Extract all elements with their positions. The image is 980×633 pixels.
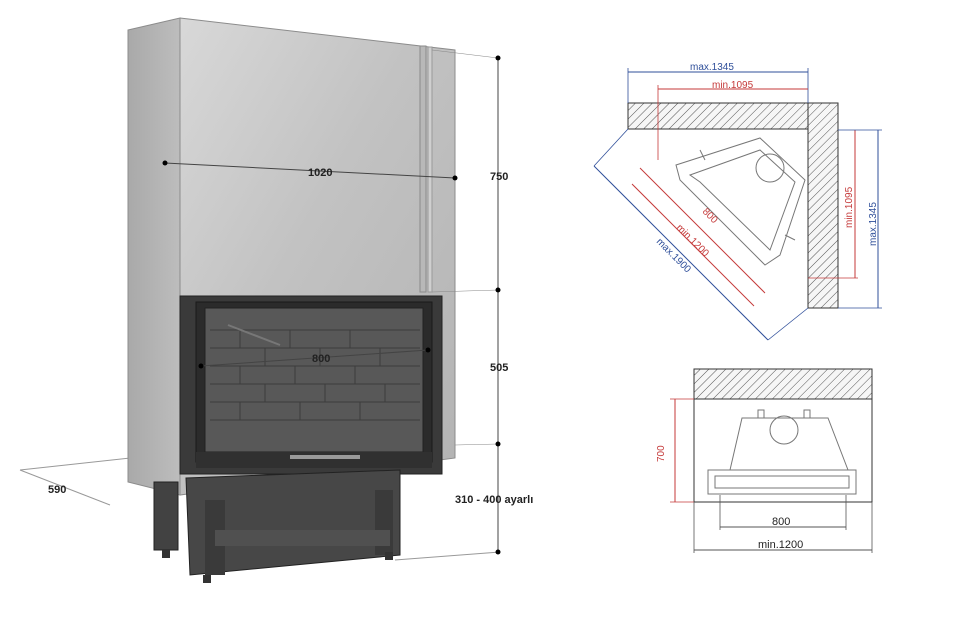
corner-wall-right [807, 102, 839, 309]
corner-plan-view: max.1345 min.1095 min.1095 max.1345 800 … [593, 62, 882, 341]
corner-max-top-label: max.1345 [690, 62, 734, 73]
back-wall-hatch [693, 368, 873, 400]
stand-leg-left [153, 481, 179, 551]
corner-min-side-label: min.1095 [844, 186, 855, 228]
dim-750-label: 750 [490, 171, 508, 183]
wall-width-min-label: min.1200 [758, 539, 803, 551]
dim-590-label: 590 [48, 484, 66, 496]
wall-width-800-label: 800 [772, 516, 790, 528]
door-handle [290, 455, 360, 459]
dim-1020-label: 1020 [308, 167, 332, 179]
hood-side-panel [127, 17, 181, 496]
stand-frame [185, 469, 401, 576]
wall-depth-700-label: 700 [656, 445, 667, 462]
wall-fireplace-outline [707, 409, 857, 495]
corner-min-top-label: min.1095 [712, 80, 754, 91]
corner-max-side-label: max.1345 [868, 202, 879, 246]
dim-505-label: 505 [490, 362, 508, 374]
corner-wall-top [627, 102, 839, 130]
firebox-glass [204, 307, 424, 453]
flue-seam [419, 45, 427, 293]
corner-diag-800-label: 800 [700, 206, 720, 226]
wall-plan-view: 700 800 min.1200 [656, 368, 873, 553]
fireplace-3d-view: 1020 800 750 505 310 - 400 ayarlı 590 [19, 17, 533, 583]
dim-leg-height-label: 310 - 400 ayarlı [455, 494, 533, 506]
dim-800-label: 800 [312, 353, 330, 365]
firebrick-pattern [210, 329, 420, 421]
corner-fireplace-outline [675, 137, 806, 266]
firebox-bottom-rail [196, 452, 432, 468]
